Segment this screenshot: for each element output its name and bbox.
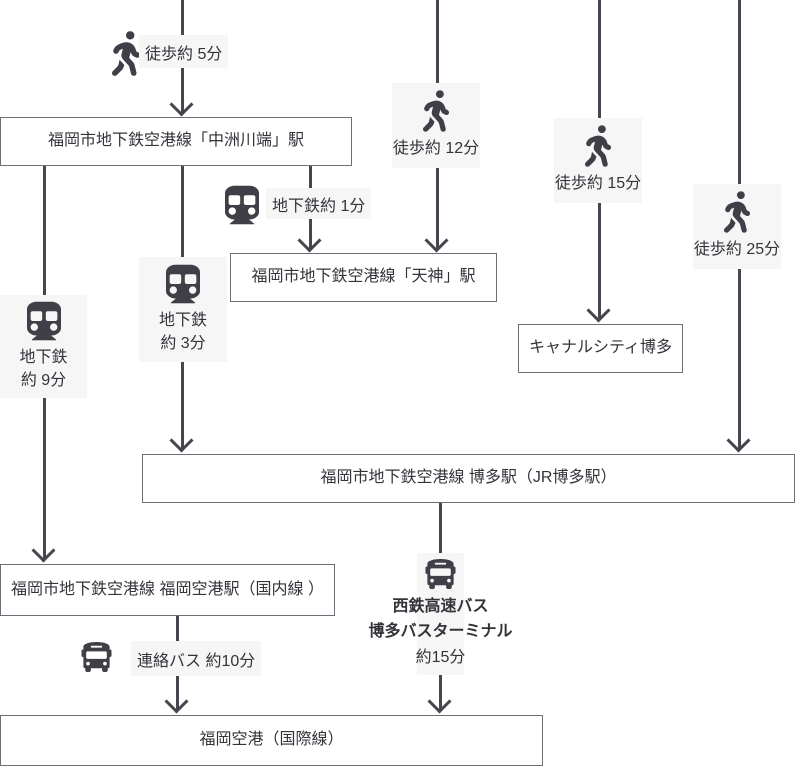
label-highway-bus-time: 約15分 — [415, 648, 466, 666]
arrow-down-icon — [726, 428, 751, 453]
arrow-down-icon — [169, 92, 194, 117]
person-walking-icon — [112, 31, 140, 76]
label-walk-25min-text: 徒歩約 25分 — [693, 241, 781, 259]
arrow-down-icon — [427, 689, 452, 714]
node-canal-city-hakata: キャナルシティ博多 — [518, 324, 683, 373]
arrow-down-icon — [424, 228, 449, 253]
label-walk-12min: 徒歩約 12分 — [392, 83, 480, 168]
arrow-down-icon — [31, 538, 56, 563]
node-tenjin-station: 福岡市地下鉄空港線「天神」駅 — [230, 253, 497, 302]
label-walk-12min-text: 徒歩約 12分 — [392, 140, 480, 158]
arrow-down-icon — [586, 298, 611, 323]
node-hakata-station: 福岡市地下鉄空港線 博多駅（JR博多駅） — [142, 454, 795, 503]
label-subway-3min: 地下鉄 約 3分 — [139, 257, 227, 362]
person-walking-icon — [724, 191, 750, 233]
node-nakasukawabata-station: 福岡市地下鉄空港線「中洲川端」駅 — [0, 117, 352, 166]
label-subway-1min: 地下鉄約 1分 — [266, 188, 372, 219]
subway-train-icon — [225, 185, 259, 225]
subway-train-icon — [166, 264, 200, 304]
label-highway-bus-terminal: 博多バスターミナル — [368, 623, 513, 641]
label-walk-15min: 徒歩約 15分 — [554, 118, 642, 203]
arrow-down-icon — [169, 428, 194, 453]
label-shuttle-bus: 連絡バス 約10分 — [131, 641, 262, 676]
label-subway-9min: 地下鉄 約 9分 — [0, 295, 87, 398]
label-walk-5min: 徒歩約 5分 — [139, 35, 229, 68]
bus-icon — [425, 559, 456, 589]
label-subway-3min-text: 地下鉄 約 3分 — [158, 311, 207, 352]
node-fukuoka-airport-domestic-station: 福岡市地下鉄空港線 福岡空港駅（国内線 ） — [0, 564, 335, 616]
subway-train-icon — [27, 301, 61, 341]
node-fukuoka-airport-international: 福岡空港（国際線） — [0, 715, 543, 766]
person-walking-icon — [585, 125, 611, 167]
bus-icon — [81, 642, 112, 672]
label-highway-bus-name: 西鉄高速バス — [392, 598, 489, 616]
label-highway-bus: 西鉄高速バス 博多バスターミナル 約15分 — [369, 553, 513, 675]
label-subway-9min-text: 地下鉄 約 9分 — [19, 348, 68, 389]
label-walk-25min: 徒歩約 25分 — [693, 184, 781, 269]
arrow-down-icon — [164, 689, 189, 714]
label-walk-15min-text: 徒歩約 15分 — [554, 175, 642, 193]
arrow-down-icon — [297, 228, 322, 253]
person-walking-icon — [423, 90, 449, 132]
